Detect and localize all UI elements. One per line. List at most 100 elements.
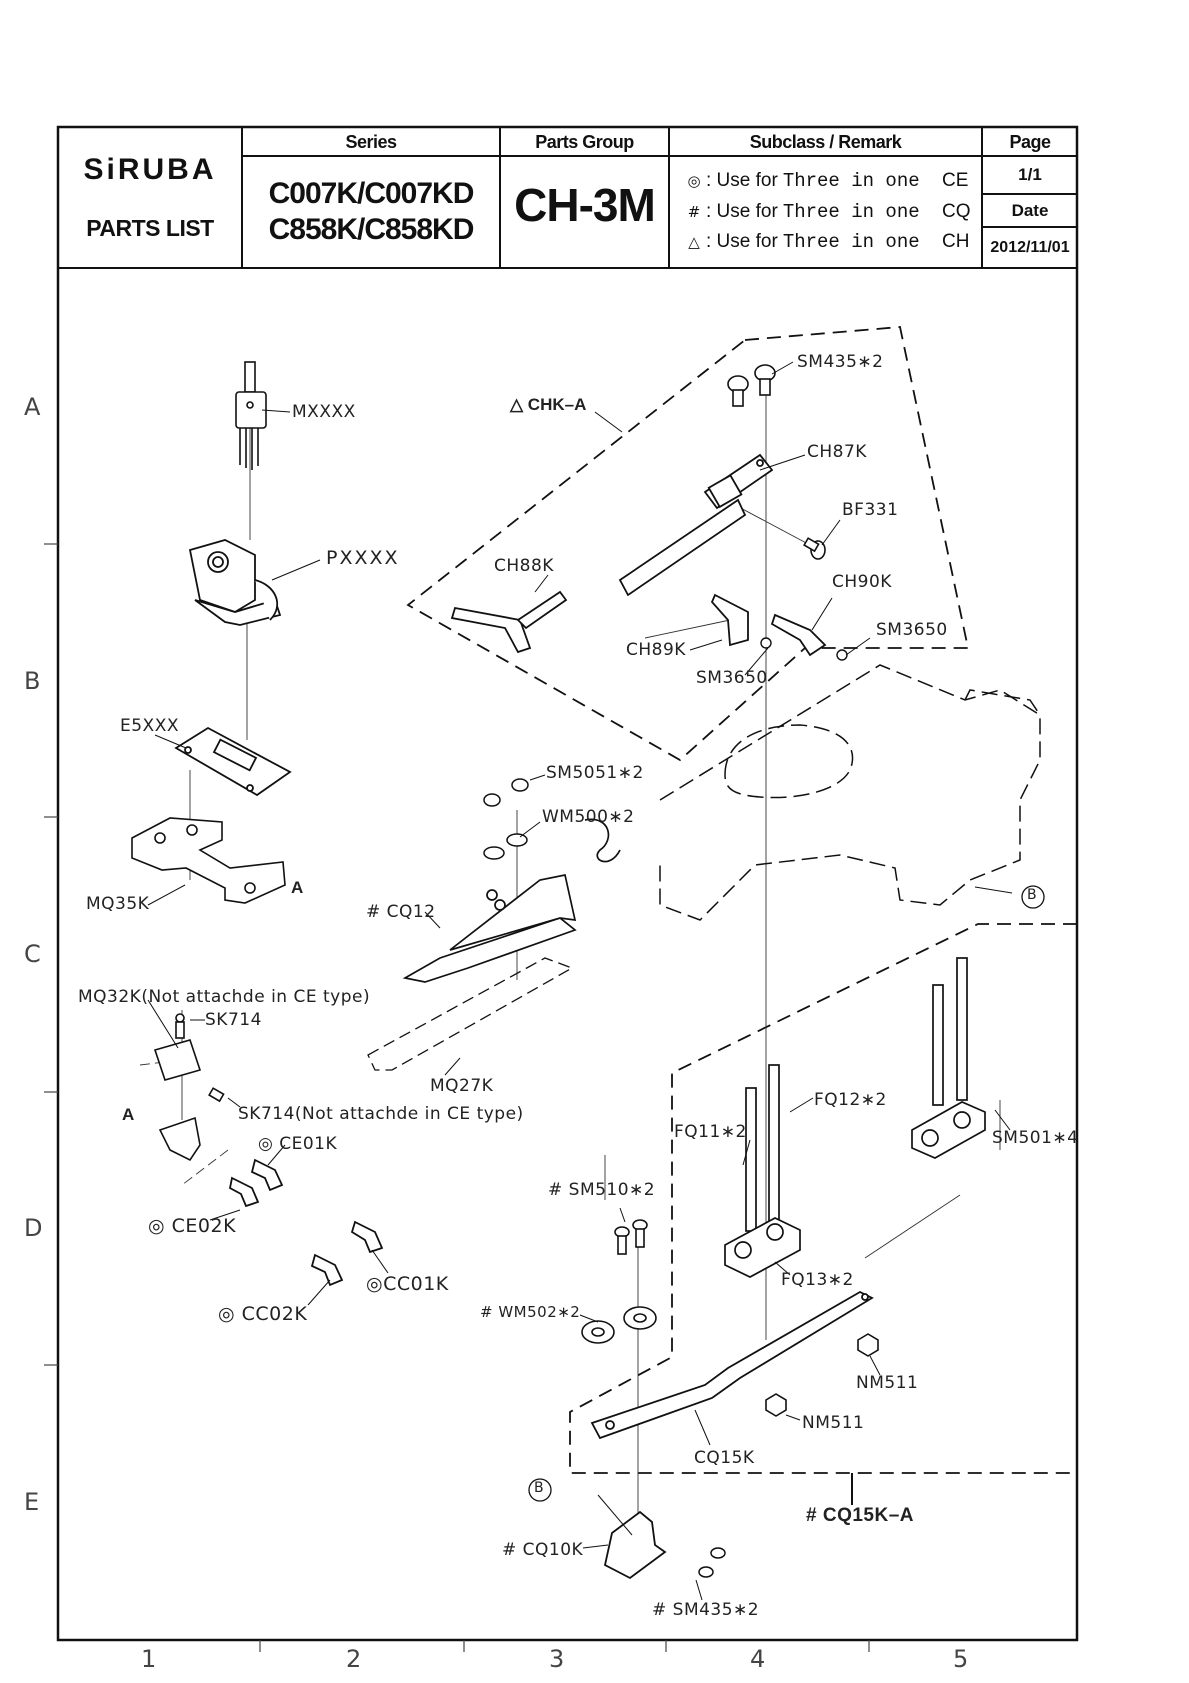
group-label-cq15k-a: # CQ15K–A bbox=[806, 1505, 914, 1526]
presser-foot-part bbox=[188, 539, 282, 626]
part-label-ch87k: CH87K bbox=[807, 442, 867, 462]
part-label-pxxxx: PXXXX bbox=[326, 547, 400, 569]
part-label-fq13: FQ13∗2 bbox=[781, 1270, 854, 1290]
part-label-nm511-a: NM511 bbox=[856, 1373, 919, 1393]
needle-clamp-part bbox=[235, 361, 267, 470]
bracket-cq15k bbox=[590, 1290, 874, 1440]
bracket-mq32k bbox=[153, 1013, 225, 1162]
remark-code: CE bbox=[942, 170, 969, 191]
remark-code: CQ bbox=[942, 201, 971, 222]
remark-prefix: : Use for bbox=[706, 201, 778, 222]
remark-text: Three in one bbox=[782, 231, 920, 253]
page-label: Page bbox=[1009, 131, 1051, 152]
remark-row-ch: △ : Use for Three in one CH bbox=[684, 231, 974, 253]
lever-ch88k bbox=[450, 590, 568, 654]
zone-col-2: 2 bbox=[346, 1645, 362, 1673]
zone-col-5: 5 bbox=[953, 1645, 969, 1673]
part-label-sm510: # SM510∗2 bbox=[548, 1180, 656, 1200]
needle-plate-part bbox=[174, 726, 292, 797]
cq15k-a-group-boundary bbox=[569, 923, 1077, 1474]
part-label-ch90k: CH90K bbox=[832, 572, 892, 592]
part-label-wm500: WM500∗2 bbox=[542, 807, 635, 827]
part-label-sk714-note: SK714(Not attachde in CE type) bbox=[238, 1104, 524, 1124]
parts-group-value: CH-3M bbox=[514, 179, 656, 231]
guide-ch90k bbox=[770, 613, 827, 657]
doc-type-title: PARTS LIST bbox=[86, 214, 214, 241]
remark-row-ce: ◎ : Use for Three in one CE bbox=[684, 170, 974, 192]
binder-cq12 bbox=[402, 818, 621, 983]
part-label-fq12: FQ12∗2 bbox=[814, 1090, 887, 1110]
screws-sm435 bbox=[727, 364, 776, 407]
remark-prefix: : Use for bbox=[706, 170, 778, 191]
series-line-1: C007K/C007KD bbox=[268, 177, 475, 210]
machine-bed-outline bbox=[659, 664, 1041, 921]
zone-col-1: 1 bbox=[141, 1645, 157, 1673]
part-label-mxxxx: MXXXX bbox=[292, 402, 356, 422]
part-label-ch88k: CH88K bbox=[494, 556, 554, 576]
connection-mark-b: B bbox=[1027, 887, 1038, 903]
remark-code: CH bbox=[942, 231, 970, 252]
arm-ch87k bbox=[618, 453, 774, 597]
part-label-bf331: BF331 bbox=[842, 500, 899, 520]
series-label: Series bbox=[345, 131, 397, 152]
part-label-ch89k: CH89K bbox=[626, 640, 686, 660]
part-label-wm502: # WM502∗2 bbox=[480, 1303, 581, 1321]
guide-rods-fq bbox=[724, 957, 986, 1278]
remark-prefix: : Use for bbox=[706, 231, 778, 252]
part-label-cq15k: CQ15K bbox=[694, 1448, 755, 1468]
part-label-cc02k: ◎ CC02K bbox=[218, 1303, 308, 1325]
part-label-ce01k: ◎ CE01K bbox=[258, 1134, 338, 1154]
zone-col-4: 4 bbox=[750, 1645, 766, 1673]
guide-ch89k bbox=[710, 593, 749, 647]
zone-row-e: E bbox=[24, 1488, 40, 1516]
remark-row-cq: # : Use for Three in one CQ bbox=[684, 201, 974, 223]
bed-plate-mq27k bbox=[367, 957, 574, 1071]
part-label-mq32k: MQ32K(Not attachde in CE type) bbox=[78, 987, 371, 1007]
connection-mark-a-2: A bbox=[122, 1105, 135, 1124]
parts-group-label: Parts Group bbox=[535, 131, 634, 152]
subclass-label: Subclass / Remark bbox=[749, 131, 902, 152]
page-value: 1/1 bbox=[1018, 165, 1042, 184]
zone-row-a: A bbox=[24, 393, 41, 421]
screw-bf331 bbox=[803, 537, 826, 560]
part-label-cc01k: ◎CC01K bbox=[366, 1273, 449, 1295]
feed-dog-part bbox=[131, 817, 286, 904]
zone-col-3: 3 bbox=[549, 1645, 565, 1673]
guide-hooks bbox=[228, 1158, 384, 1287]
part-label-cq12: # CQ12 bbox=[366, 902, 436, 922]
remark-symbol: △ bbox=[688, 233, 700, 251]
series-line-2: C858K/C858KD bbox=[268, 213, 475, 246]
connection-mark-b-2: B bbox=[534, 1480, 545, 1496]
remark-text: Three in one bbox=[782, 201, 920, 223]
remark-symbol: # bbox=[687, 203, 701, 221]
brand-logo: SiRUBA bbox=[83, 153, 217, 186]
part-label-e5xxx: E5XXX bbox=[120, 716, 179, 736]
series-value: C007K/C007KD C858K/C858KD bbox=[244, 170, 498, 254]
part-label-sm3650-right: SM3650 bbox=[876, 620, 948, 640]
part-label-sm501: SM501∗4 bbox=[992, 1128, 1079, 1148]
date-value: 2012/11/01 bbox=[990, 239, 1070, 256]
part-label-mq35k: MQ35K bbox=[86, 894, 150, 914]
part-label-sm3650-center: SM3650 bbox=[696, 668, 768, 688]
connection-mark-a: A bbox=[291, 878, 304, 897]
part-label-cq10k: # CQ10K bbox=[502, 1540, 584, 1560]
remark-symbol: ◎ bbox=[687, 172, 701, 190]
part-label-sm435: SM435∗2 bbox=[797, 352, 884, 372]
zone-row-d: D bbox=[24, 1214, 43, 1242]
part-label-nm511-b: NM511 bbox=[802, 1413, 865, 1433]
part-label-fq11: FQ11∗2 bbox=[674, 1122, 747, 1142]
part-label-sk714: SK714 bbox=[205, 1010, 262, 1030]
zone-row-b: B bbox=[24, 667, 41, 695]
outer-frame bbox=[56, 125, 1079, 1642]
group-label-chk-a: △ CHK–A bbox=[510, 395, 587, 414]
part-label-sm435-bottom: # SM435∗2 bbox=[652, 1600, 760, 1620]
part-label-ce02k: ◎ CE02K bbox=[148, 1215, 237, 1237]
part-label-mq27k: MQ27K bbox=[430, 1076, 494, 1096]
remark-text: Three in one bbox=[782, 170, 920, 192]
bracket-cq10k bbox=[603, 1510, 667, 1580]
date-label: Date bbox=[1011, 201, 1049, 220]
part-label-sm5051: SM5051∗2 bbox=[546, 763, 644, 783]
zone-row-c: C bbox=[24, 940, 41, 968]
